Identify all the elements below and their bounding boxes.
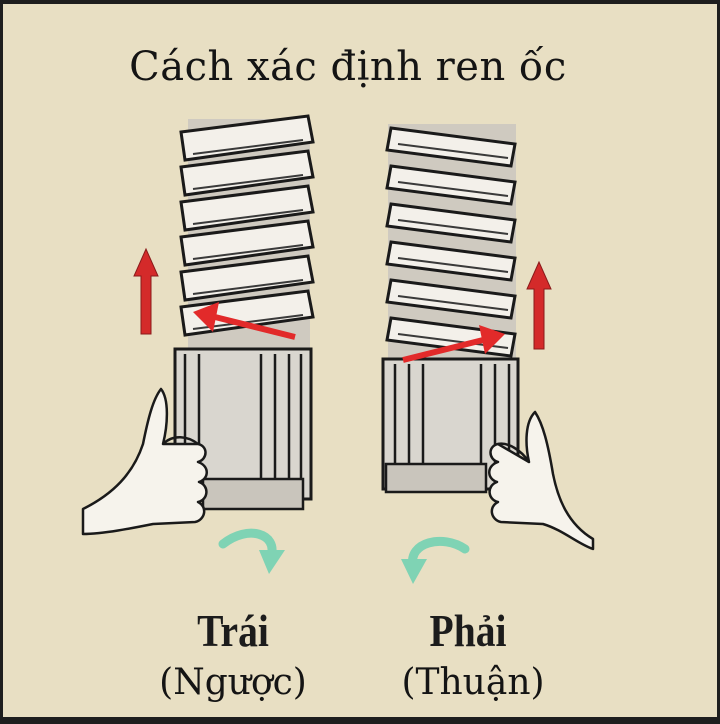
- page-title: Cách xác định ren ốc: [129, 44, 567, 90]
- thumbs-up-hand-icon: [488, 410, 595, 551]
- left-thread-sublabel: (Ngược): [159, 662, 307, 703]
- rotation-arrow-icon: [218, 528, 285, 574]
- left-thread-label: Trái: [197, 605, 269, 656]
- thread-direction-arrow-icon: [402, 325, 505, 363]
- up-arrow-icon: [526, 260, 552, 350]
- rotation-arrow-icon: [401, 537, 470, 584]
- right-thread-label: Phải: [429, 605, 507, 656]
- thread-direction-arrow-icon: [193, 302, 296, 340]
- up-arrow-icon: [133, 247, 159, 335]
- thread-illustration: [81, 114, 595, 584]
- right-hand-thread-bolt-icon: [381, 124, 520, 494]
- right-thread-sublabel: (Thuận): [401, 662, 545, 703]
- thumbs-up-hand-icon: [81, 387, 208, 536]
